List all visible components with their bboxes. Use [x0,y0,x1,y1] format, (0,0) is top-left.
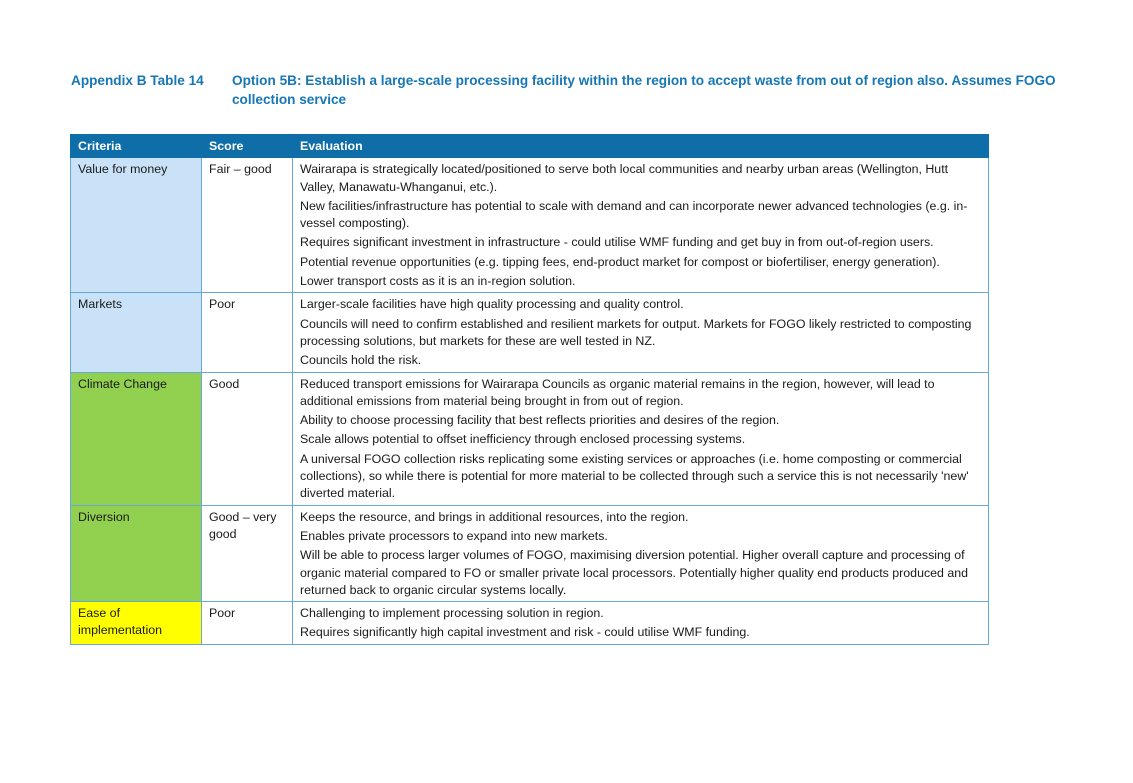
criteria-cell: Ease of implementation [70,601,202,645]
evaluation-point: Scale allows potential to offset ineffic… [300,432,746,447]
evaluation-point: Will be able to process larger volumes o… [300,548,969,597]
evaluation-point: Ability to choose processing facility th… [300,413,780,428]
score-cell: Poor [201,601,293,645]
table-row: Value for money Fair – good Wairarapa is… [70,157,989,294]
table-title: Option 5B: Establish a large-scale proce… [232,73,1056,107]
criteria-cell: Value for money [70,157,202,294]
table-header-row: Criteria Score Evaluation [70,133,989,159]
table-caption: Appendix B Table 14 Option 5B: Establish… [71,71,1061,109]
header-evaluation: Evaluation [292,133,989,159]
evaluation-point: Enables private processors to expand int… [300,528,608,543]
evaluation-point: New facilities/infrastructure has potent… [300,198,968,231]
evaluation-cell: Keeps the resource, and brings in additi… [292,504,989,603]
score-cell: Good – very good [201,504,293,603]
score-cell: Poor [201,292,293,373]
criteria-cell: Diversion [70,504,202,603]
evaluation-point: Requires significantly high capital inve… [300,625,750,640]
evaluation-point: Larger-scale facilities have high qualit… [300,297,684,312]
score-cell: Good [201,371,293,506]
evaluation-point: Councils will need to confirm establishe… [300,316,972,348]
evaluation-cell: Challenging to implement processing solu… [292,601,989,645]
evaluation-point: Reduced transport emissions for Wairarap… [300,376,935,408]
evaluation-point: Requires significant investment in infra… [300,235,934,250]
score-cell: Fair – good [201,157,293,294]
evaluation-point: Wairarapa is strategically located/posit… [300,162,949,194]
criteria-cell: Markets [70,292,202,373]
evaluation-cell: Larger-scale facilities have high qualit… [292,292,989,373]
criteria-cell: Climate Change [70,371,202,506]
evaluation-cell: Wairarapa is strategically located/posit… [292,157,989,294]
table-row: Diversion Good – very good Keeps the res… [70,504,989,603]
evaluation-point: Challenging to implement processing solu… [300,606,604,621]
evaluation-point: Keeps the resource, and brings in additi… [300,509,689,524]
table-row: Markets Poor Larger-scale facilities hav… [70,292,989,373]
evaluation-point: Lower transport costs as it is an in-reg… [300,274,576,289]
table-number-label: Appendix B Table 14 [71,73,204,88]
header-criteria: Criteria [70,133,202,159]
header-score: Score [201,133,293,159]
evaluation-point: A universal FOGO collection risks replic… [300,451,969,501]
evaluation-point: Potential revenue opportunities (e.g. ti… [300,254,940,269]
evaluation-table: Criteria Score Evaluation Value for mone… [70,133,989,645]
evaluation-point: Councils hold the risk. [300,353,422,368]
table-row: Climate Change Good Reduced transport em… [70,371,989,506]
table-row: Ease of implementation Poor Challenging … [70,601,989,645]
evaluation-cell: Reduced transport emissions for Wairarap… [292,371,989,506]
